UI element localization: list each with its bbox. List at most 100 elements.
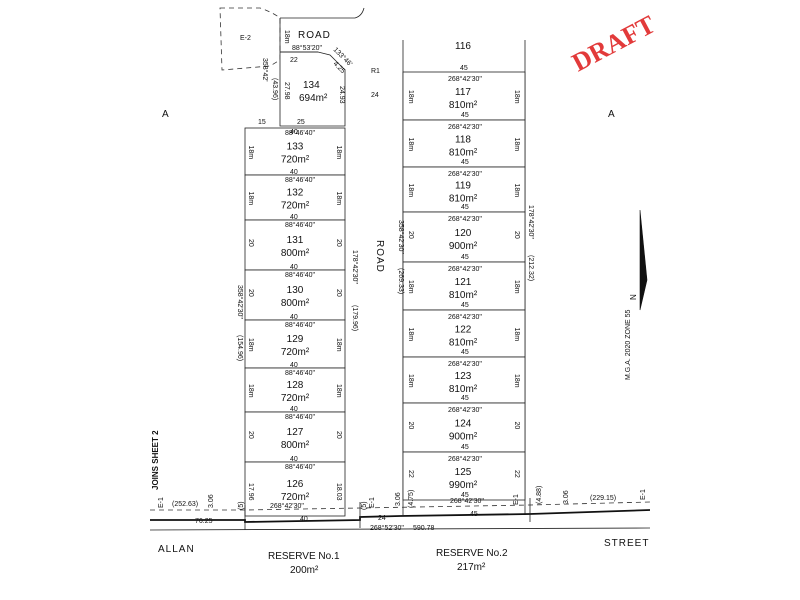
lot-125-outline — [402, 451, 526, 501]
easement-e1-mid1: E-1 — [369, 497, 376, 508]
street-boundary — [150, 509, 651, 523]
lot-125-number: 125 — [455, 467, 472, 478]
north-arrow-icon — [639, 209, 648, 311]
lot-125-bottom-width: 45 — [461, 492, 469, 499]
lot-127-side-right: 20 — [335, 431, 342, 439]
lot-125-top-bearing: 268°42'30" — [448, 455, 482, 463]
lot-134-bearing-top: 88°53'20" — [292, 44, 322, 52]
lot-117-area: 810m² — [449, 100, 478, 111]
street-d-mid: 590.78 — [413, 525, 435, 532]
label-a-left: A — [162, 109, 170, 120]
lot-134-right-dim: 24.93 — [338, 86, 345, 104]
street-left-chain: (252.63) — [172, 501, 198, 508]
lot-122-outline — [402, 309, 526, 358]
street-d1: 3.06 — [208, 494, 215, 508]
lot-122-number: 122 — [455, 325, 472, 336]
lot-130-number: 130 — [287, 285, 304, 296]
lot-134-area: 694m² — [299, 93, 328, 104]
street-right-chain: (229.15) — [590, 495, 616, 502]
lot-126-side-left: 17.96 — [247, 483, 254, 501]
top-road-line — [280, 7, 365, 19]
lot-131-side-left: 20 — [247, 239, 254, 247]
easement-e2-label: E-2 — [240, 35, 251, 42]
draft-stamp: DRAFT — [567, 10, 660, 78]
street-label-right: STREET — [604, 538, 649, 549]
reserve1-area: 200m² — [290, 565, 319, 576]
reserve2-name: RESERVE No.2 — [436, 548, 508, 559]
right-bearing-left: 358°42'30" — [397, 220, 405, 254]
lot-131-top-bearing: 88°46'40" — [285, 221, 315, 229]
lot-123-top-bearing: 268°42'30" — [448, 360, 482, 368]
street-bearing-mid: 268°52'30" — [370, 524, 404, 532]
lot-119-number: 119 — [455, 181, 471, 192]
lot-131-side-right: 20 — [335, 239, 342, 247]
easement-e1-right: E-1 — [640, 489, 647, 500]
lot-121-number: 121 — [455, 277, 472, 288]
lot-121-top-bearing: 268°42'30" — [448, 265, 482, 273]
lot-132-side-right: 18m — [335, 192, 342, 206]
lot-133-side-left: 18m — [247, 146, 254, 160]
middle-road-label: ROAD — [374, 240, 385, 273]
lot-130-side-left: 20 — [247, 289, 254, 297]
left-right-bearing: 178°42'30" — [351, 250, 359, 284]
lot-118-number: 118 — [455, 135, 471, 146]
lot-134-bottom-left: 15 — [258, 119, 266, 126]
right-bearing-right: 178°42'30" — [527, 205, 535, 239]
label-a-right: A — [608, 109, 616, 120]
lot-130-side-right: 20 — [335, 289, 342, 297]
right-chain-left: (269.33) — [397, 268, 404, 294]
lot-126-outline — [244, 461, 346, 517]
left-right-chain: (179.96) — [351, 305, 358, 331]
lot-134-number: 134 — [303, 80, 320, 91]
street-d2: 76.25 — [195, 518, 213, 525]
lot-121-outline — [402, 261, 526, 311]
lot-121-bottom-width: 45 — [461, 302, 469, 309]
lot-132-top-bearing: 88°46'40" — [285, 176, 315, 184]
easement-e1-left: E-1 — [158, 497, 165, 508]
lot-124-top-bearing: 268°42'30" — [448, 406, 482, 414]
lot-123-side-left: 18m — [407, 374, 414, 388]
right-top-width: 45 — [460, 65, 468, 72]
lot-129-number: 129 — [287, 334, 304, 345]
lot-121-side-right: 18m — [513, 280, 520, 294]
street-d4: 3.06 — [563, 490, 570, 504]
lot-123-outline — [402, 356, 526, 404]
lot-132-area: 720m² — [281, 201, 310, 212]
lot-128-top-bearing: 88°46'40" — [285, 369, 315, 377]
lot-127-top-width: 40 — [290, 406, 298, 413]
lot-127-top-bearing: 88°46'40" — [285, 413, 315, 421]
lot-123-area: 810m² — [449, 384, 478, 395]
lot-127-number: 127 — [287, 427, 304, 438]
lot-122-side-left: 18m — [407, 328, 414, 342]
street-bracket488: (4.88) — [536, 486, 543, 504]
lot-134-left-chain: (43.96) — [271, 78, 278, 100]
lot-125-area: 990m² — [449, 480, 478, 491]
lot-127-side-left: 20 — [247, 431, 254, 439]
lot-119-side-right: 18m — [513, 184, 520, 198]
street-bracket5a: (5) — [238, 501, 245, 510]
lot-117-top-bearing: 268°42'30" — [448, 75, 482, 83]
lot-134-bottom: 25 — [297, 119, 305, 126]
lot-124-area: 900m² — [449, 432, 478, 443]
lot-122-area: 810m² — [449, 338, 478, 349]
top-road-label: ROAD — [298, 30, 331, 41]
lot-126-bottom-bearing: 268°42'30" — [270, 502, 304, 510]
reserve1-name: RESERVE No.1 — [268, 551, 340, 562]
lot-117-side-right: 18m — [513, 90, 520, 104]
lot-116-number: 116 — [455, 41, 471, 52]
lot-118-side-right: 18m — [513, 138, 520, 152]
easement-e1-mid2: E-1 — [513, 494, 520, 505]
lot-119-area: 810m² — [449, 194, 478, 205]
lot-134-width-top: 22 — [290, 57, 298, 64]
lot-133-number: 133 — [287, 142, 304, 153]
lot-133-top-bearing: 88°46'40" — [285, 129, 315, 137]
lot-132-number: 132 — [287, 188, 304, 199]
lot-128-top-width: 40 — [290, 362, 298, 369]
lot-117-outline — [402, 71, 526, 121]
lot-126-area: 720m² — [281, 492, 310, 503]
lot-129-side-left: 18m — [247, 338, 254, 352]
lot-125-bottom-bearing: 268°42'30" — [450, 497, 484, 505]
